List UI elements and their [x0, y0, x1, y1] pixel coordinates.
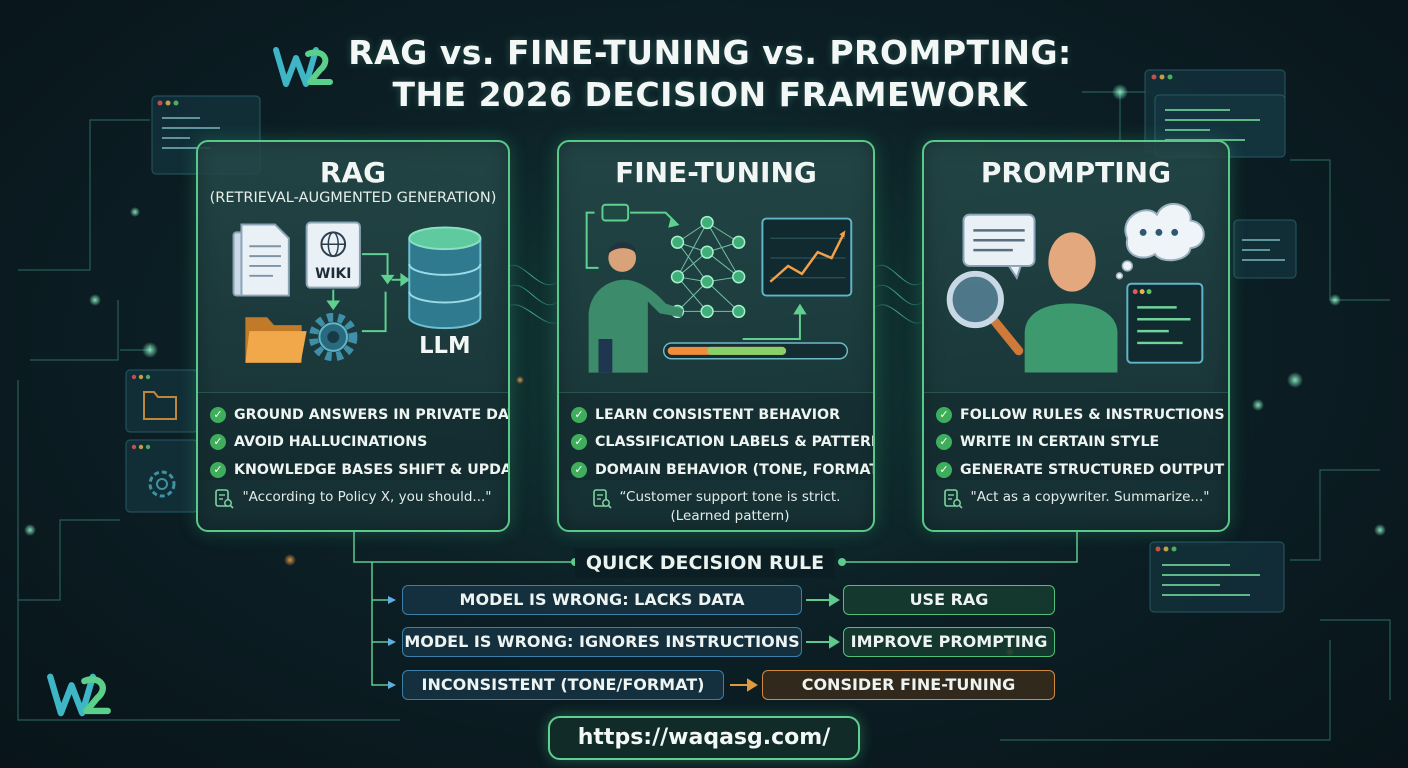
person-icon — [588, 242, 684, 373]
feature-item: ✓DOMAIN BEHAVIOR (TONE, FORMAT) — [571, 456, 873, 484]
check-icon: ✓ — [936, 434, 952, 451]
feature-item: ✓FOLLOW RULES & INSTRUCTIONS — [936, 401, 1228, 429]
title-line-1: RAG vs. FINE-TUNING vs. PROMPTING: — [348, 33, 1072, 72]
logo-icon — [46, 670, 112, 722]
website-link[interactable]: https://waqasg.com/ — [548, 716, 860, 760]
neural-network-icon — [670, 215, 746, 319]
prompting-features: ✓FOLLOW RULES & INSTRUCTIONS ✓WRITE IN C… — [924, 392, 1228, 480]
fine-tuning-illustration — [585, 203, 853, 373]
progress-bar — [662, 342, 849, 360]
prompting-title: PROMPTING — [980, 156, 1172, 189]
condition-lacks-data: MODEL IS WRONG: LACKS DATA — [402, 585, 802, 615]
wiki-label: WIKI — [315, 266, 351, 282]
condition-ignores-instructions: MODEL IS WRONG: IGNORES INSTRUCTIONS — [402, 627, 802, 657]
feature-item: ✓AVOID HALLUCINATIONS — [210, 429, 508, 457]
fine-tuning-panel: FINE-TUNING — [557, 140, 875, 532]
logo-icon — [272, 44, 334, 92]
check-icon: ✓ — [936, 406, 952, 423]
document-search-icon — [215, 489, 235, 509]
feature-item: ✓GROUND ANSWERS IN PRIVATE DATA — [210, 401, 508, 429]
fine-tuning-features: ✓LEARN CONSISTENT BEHAVIOR ✓CLASSIFICATI… — [559, 392, 873, 480]
rag-title: RAG — [319, 156, 387, 189]
feature-item: ✓CLASSIFICATION LABELS & PATTERNS — [571, 429, 873, 457]
decision-rule-title: QUICK DECISION RULE — [575, 548, 835, 578]
title-line-2: THE 2026 DECISION FRAMEWORK — [392, 75, 1028, 114]
document-icon — [232, 223, 290, 297]
folder-icon — [245, 317, 307, 363]
check-icon: ✓ — [936, 461, 952, 478]
magnifier-icon — [946, 270, 1024, 356]
action-consider-fine-tuning: CONSIDER FINE-TUNING — [762, 670, 1055, 700]
gear-icon — [309, 312, 358, 362]
fine-tuning-title: FINE-TUNING — [615, 156, 817, 189]
speech-bubble-icon — [962, 213, 1036, 281]
person-icon — [1024, 232, 1118, 373]
rag-illustration: WIKI LLM — [232, 221, 482, 363]
check-icon: ✓ — [210, 461, 226, 478]
check-icon: ✓ — [210, 406, 226, 423]
document-search-icon — [592, 489, 612, 509]
prompting-example: "Act as a copywriter. Summarize..." — [924, 488, 1228, 509]
feature-item: ✓LEARN CONSISTENT BEHAVIOR — [571, 401, 873, 429]
feature-item: ✓WRITE IN CERTAIN STYLE — [936, 429, 1228, 457]
prompting-panel: PROMPTING ✓FOLLOW RULES & INSTRUCTIONS — [922, 140, 1230, 532]
code-window-icon — [1126, 282, 1204, 364]
fine-tuning-example: “Customer support tone is strict. (Learn… — [559, 488, 873, 526]
check-icon: ✓ — [571, 406, 587, 423]
rag-panel: RAG (RETRIEVAL-AUGMENTED GENERATION) WIK… — [196, 140, 510, 532]
condition-inconsistent: INCONSISTENT (TONE/FORMAT) — [402, 670, 724, 700]
line-chart-icon — [761, 217, 853, 297]
action-use-rag: USE RAG — [843, 585, 1055, 615]
rag-subtitle: (RETRIEVAL-AUGMENTED GENERATION) — [209, 190, 497, 206]
check-icon: ✓ — [571, 434, 587, 451]
feature-item: ✓KNOWLEDGE BASES SHIFT & UPDATE — [210, 456, 508, 484]
prompting-illustration — [946, 202, 1205, 373]
feature-item: ✓GENERATE STRUCTURED OUTPUT — [936, 456, 1228, 484]
wiki-icon: WIKI — [305, 221, 361, 289]
arrow-icon — [388, 596, 396, 689]
rag-example: "According to Policy X, you should..." — [198, 488, 508, 509]
database-icon — [408, 226, 482, 330]
check-icon: ✓ — [210, 434, 226, 451]
document-search-icon — [943, 489, 963, 509]
check-icon: ✓ — [571, 461, 587, 478]
thought-bubble-icon — [1115, 202, 1205, 280]
llm-label: LLM — [419, 333, 471, 359]
action-improve-prompting: IMPROVE PROMPTING — [843, 627, 1055, 657]
rag-features: ✓GROUND ANSWERS IN PRIVATE DATA ✓AVOID H… — [198, 392, 508, 480]
page-title: RAG vs. FINE-TUNING vs. PROMPTING: THE 2… — [300, 32, 1120, 116]
